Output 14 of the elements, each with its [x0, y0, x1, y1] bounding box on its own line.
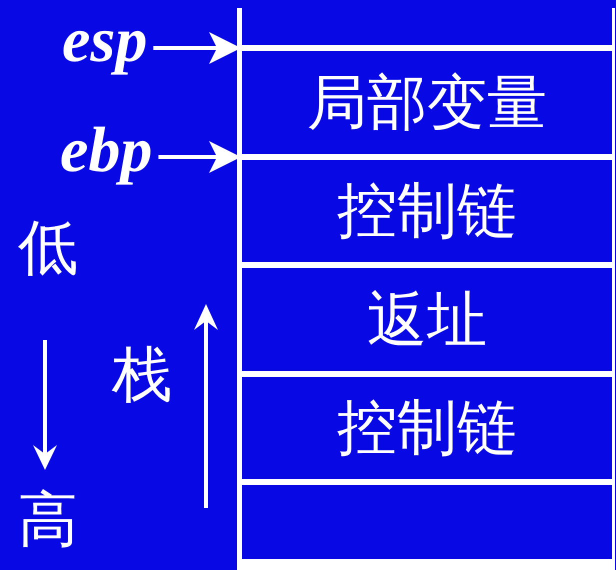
cell-text: 控制链 [337, 398, 517, 458]
stack-cell [237, 160, 615, 268]
label-text: 高 [18, 490, 78, 550]
label-text: 低 [18, 218, 78, 278]
cell-text: 控制链 [337, 181, 517, 241]
cell-text: 局部变量 [307, 72, 547, 132]
cell-text: 返址 [367, 290, 487, 350]
label-text: 栈 [112, 345, 172, 405]
stack-cell [237, 485, 615, 565]
stack-cell [237, 564, 615, 570]
stack-cell [237, 51, 615, 160]
stack-cell [237, 8, 615, 51]
stack-cell [237, 377, 615, 485]
stack-cell [237, 268, 615, 377]
